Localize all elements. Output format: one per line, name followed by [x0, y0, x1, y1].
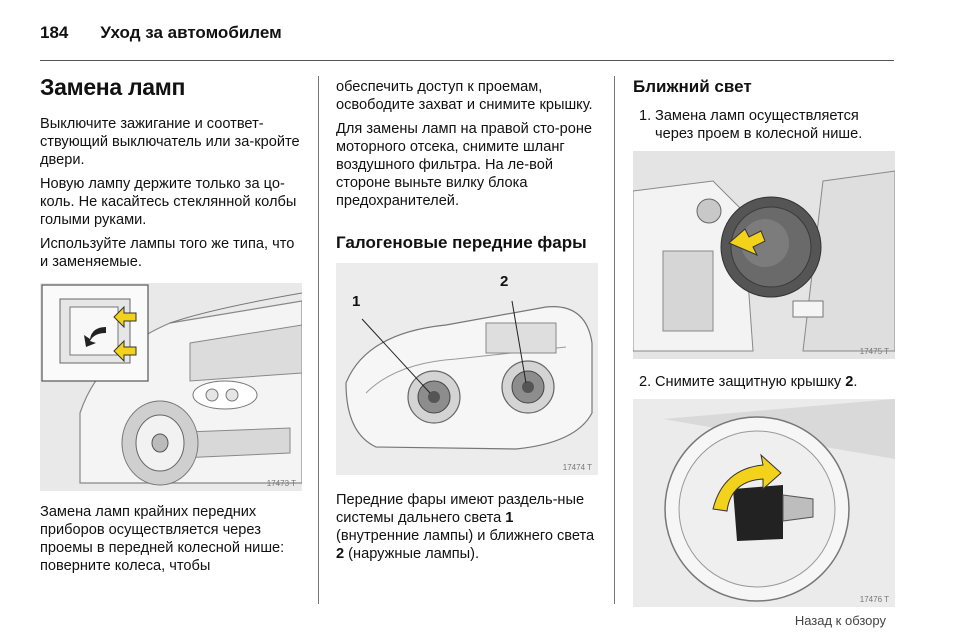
label-beam-1: 1	[352, 293, 361, 310]
car-front-figure: 17473 T	[40, 283, 302, 491]
column-left: Замена ламп Выключите зажигание и соотве…	[40, 72, 302, 581]
step-number: 2.	[639, 374, 652, 390]
step-1: 1. Замена ламп осуществляется через прое…	[633, 107, 895, 143]
figure-caption: Передние фары имеют раздель-ные системы …	[336, 492, 595, 562]
paragraph: Используйте лампы того же типа, что и за…	[40, 236, 295, 270]
step-2: 2. Снимите защитную крышку 2.	[633, 373, 895, 391]
car-front-illustration	[40, 283, 302, 491]
cap-removal-figure: 17476 T	[633, 399, 895, 607]
figure-code: 17475 T	[859, 347, 889, 356]
chapter-title: Уход за автомобилем	[100, 23, 282, 42]
figure-code: 17474 T	[562, 463, 592, 472]
subheading-low-beam: Ближний свет	[633, 77, 752, 96]
step-number: 1.	[639, 108, 652, 124]
paragraph: Для замены ламп на правой сто-роне мотор…	[336, 121, 593, 209]
figure-code: 17473 T	[266, 479, 296, 488]
paragraph: обеспечить доступ к проемам, освободите …	[336, 79, 593, 113]
step-text: Замена ламп осуществляется через проем в…	[655, 108, 863, 142]
page-number: 184	[40, 23, 69, 42]
headlight-figure: 1 2 17474 T	[336, 263, 598, 475]
step-text: Снимите защитную крышку 2.	[655, 374, 858, 390]
column-middle: обеспечить доступ к проемам, освободите …	[336, 78, 598, 569]
headlight-illustration	[336, 263, 598, 475]
wheel-arch-illustration	[633, 151, 895, 359]
paragraph: Выключите зажигание и соответ-ствующий в…	[40, 116, 300, 168]
paragraph: Новую лампу держите только за цо-коль. Н…	[40, 176, 297, 228]
column-right: Ближний свет 1. Замена ламп осуществляет…	[633, 72, 895, 607]
subheading-halogen-headlights: Галогеновые передние фары	[336, 233, 587, 252]
column-divider	[614, 76, 615, 604]
figure-code: 17476 T	[859, 595, 889, 604]
wheel-arch-figure: 17475 T	[633, 151, 895, 359]
column-divider	[318, 76, 319, 604]
label-beam-2: 2	[500, 273, 509, 290]
section-title: Замена ламп	[40, 74, 186, 100]
figure-caption: Замена ламп крайних передних приборов ос…	[40, 504, 285, 574]
cap-removal-illustration	[633, 399, 895, 607]
back-to-overview-link[interactable]: Назад к обзору	[794, 613, 886, 628]
header-divider	[40, 60, 894, 61]
page-header: 184 Уход за автомобилем	[40, 20, 282, 46]
